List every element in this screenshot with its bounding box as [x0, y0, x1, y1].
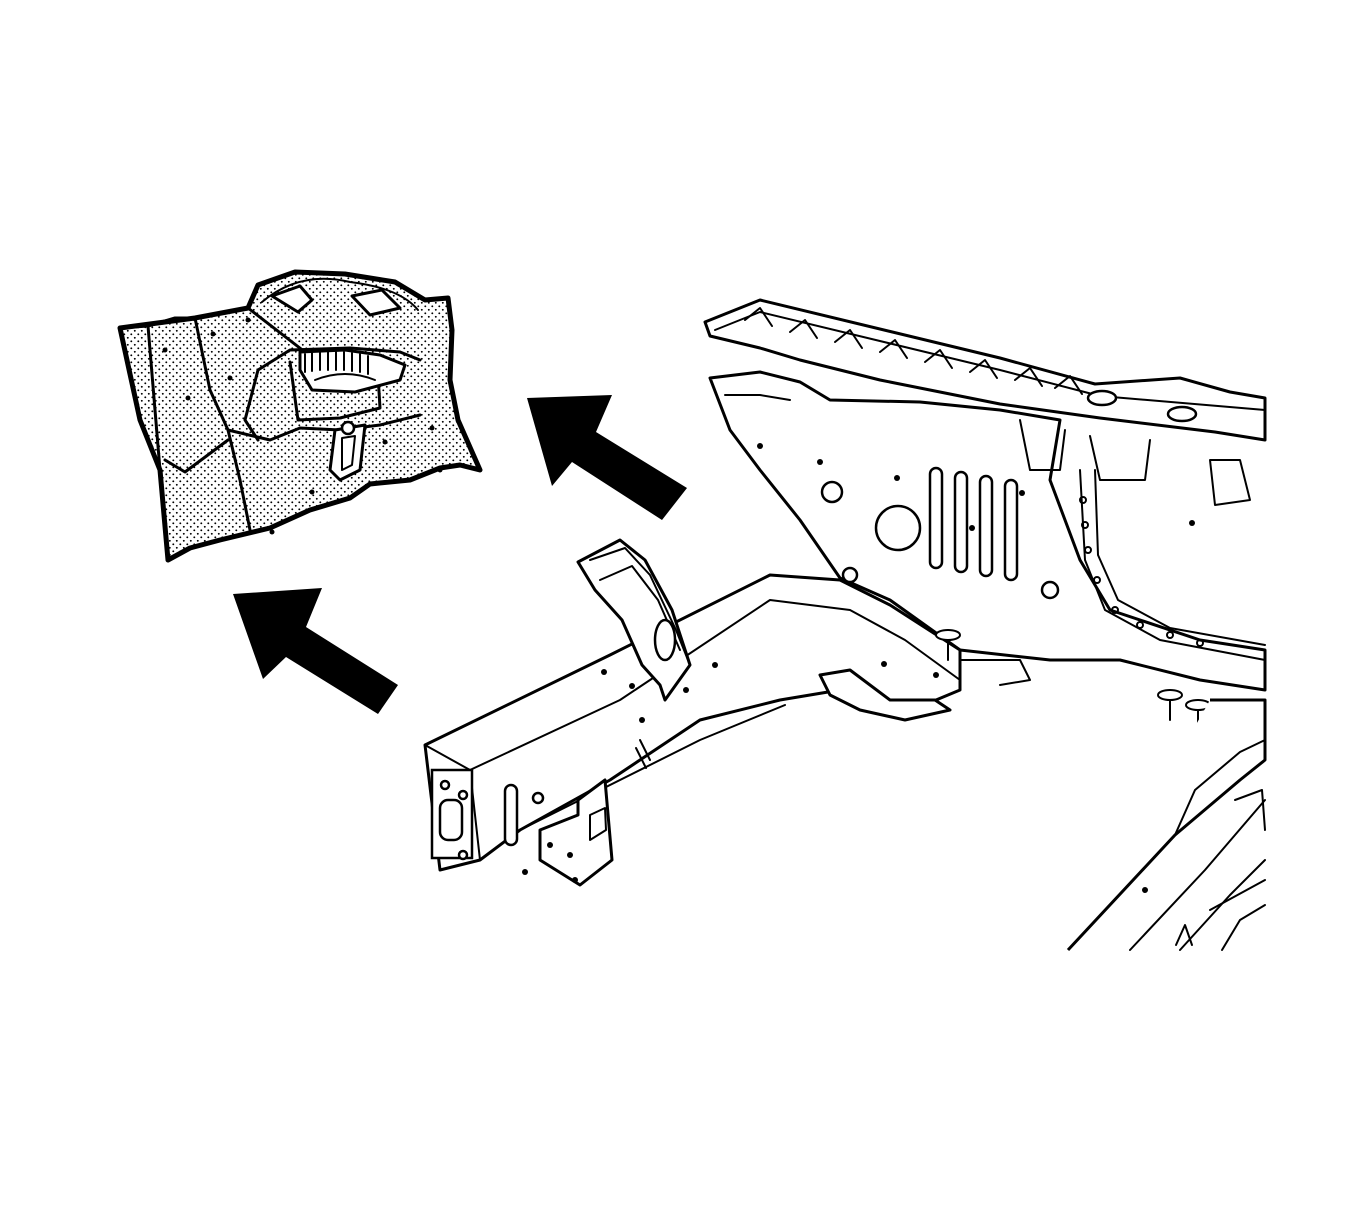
right-side-rail	[1066, 698, 1267, 952]
panel-bracket	[298, 348, 407, 394]
removed-wheelhouse-panel	[117, 269, 483, 563]
wheelhouse-panel-outline	[117, 269, 483, 563]
removal-arrow-upper	[527, 395, 687, 520]
removal-arrows	[233, 395, 687, 714]
vehicle-front-structure	[423, 298, 1267, 952]
panel-latch	[328, 420, 367, 482]
bumper-bracket	[538, 778, 614, 887]
panel-dome	[261, 277, 419, 317]
lower-mount	[818, 668, 952, 722]
removal-arrow-lower	[233, 588, 398, 714]
